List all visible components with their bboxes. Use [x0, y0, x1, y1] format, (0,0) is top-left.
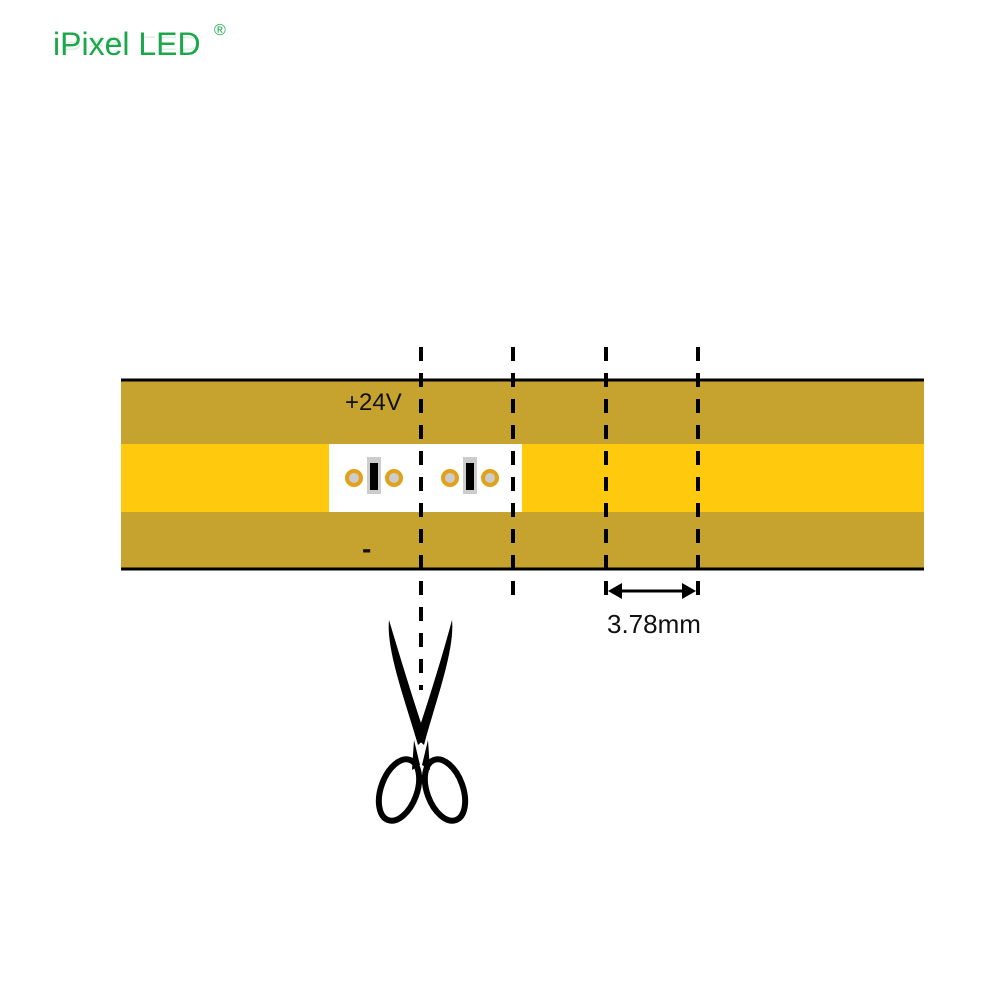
registered-mark: ®: [214, 22, 226, 39]
dimension-arrow-icon: [608, 583, 696, 599]
strip-center-band: [121, 444, 924, 512]
negative-label: -: [362, 533, 371, 564]
cut-pitch-label: 3.78mm: [607, 609, 701, 639]
solder-pad-group-1: [345, 457, 403, 494]
brand-logo: iPixel LED: [53, 26, 201, 62]
solder-pad-group-2: [441, 457, 499, 494]
positive-voltage-label: +24V: [345, 389, 402, 416]
scissors-icon: [375, 620, 469, 824]
led-strip: [121, 378, 924, 571]
cut-lines: [419, 347, 700, 690]
